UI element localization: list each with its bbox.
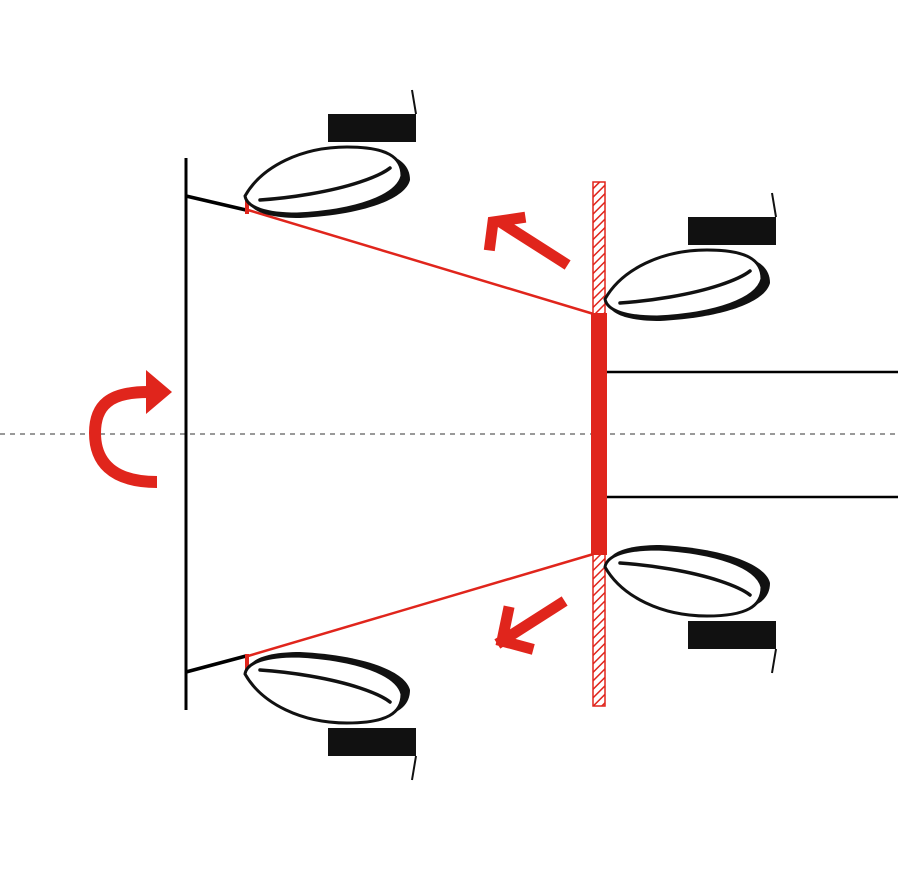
rotation-arrow-icon (88, 370, 172, 488)
spinning-tool-icon (243, 88, 418, 220)
spinning-tool-icon (603, 543, 778, 675)
bottom-cone-line (247, 551, 598, 658)
top-connector (185, 194, 247, 212)
arrow-icon (494, 596, 568, 655)
arrow-icon (483, 211, 571, 270)
top-cone-line (247, 208, 598, 317)
bottom-connector (185, 654, 247, 674)
spinning-tool-icon (243, 650, 418, 782)
blank-solid (591, 313, 607, 555)
spinning-tool-icon (603, 191, 778, 323)
